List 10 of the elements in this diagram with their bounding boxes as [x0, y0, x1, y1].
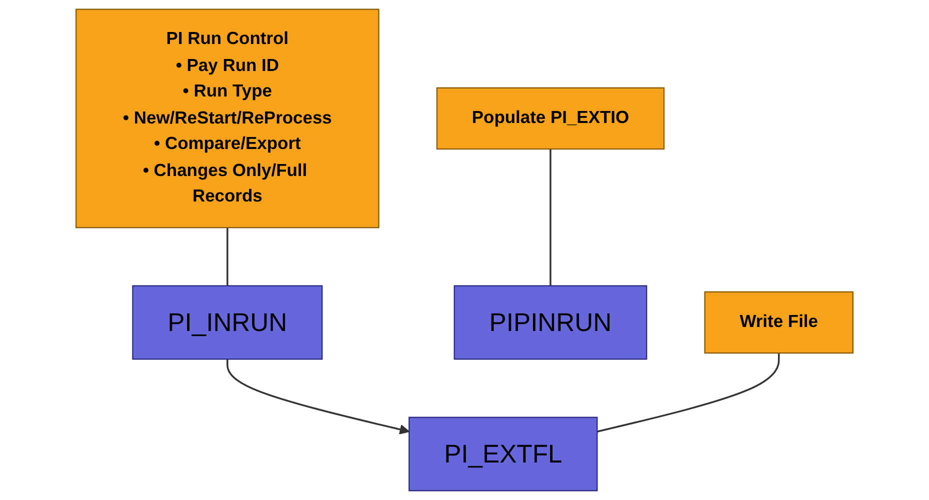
- node-box: PI Run Control • Pay Run ID • Run Type • New/ReStart/ReProcess • Compare/Export • Changes Only/Full Records: [75, 8, 380, 228]
- node-box: Write File: [704, 291, 854, 354]
- connector: [550, 149, 552, 286]
- arrow: [226, 359, 410, 434]
- connector: [226, 228, 228, 286]
- connector: [596, 353, 780, 432]
- node-box: PIPINRUN: [454, 285, 648, 360]
- node-box: PI_EXTFL: [408, 416, 598, 492]
- node-box: Populate PI_EXTIO: [436, 87, 665, 150]
- node-box: PI_INRUN: [132, 285, 323, 360]
